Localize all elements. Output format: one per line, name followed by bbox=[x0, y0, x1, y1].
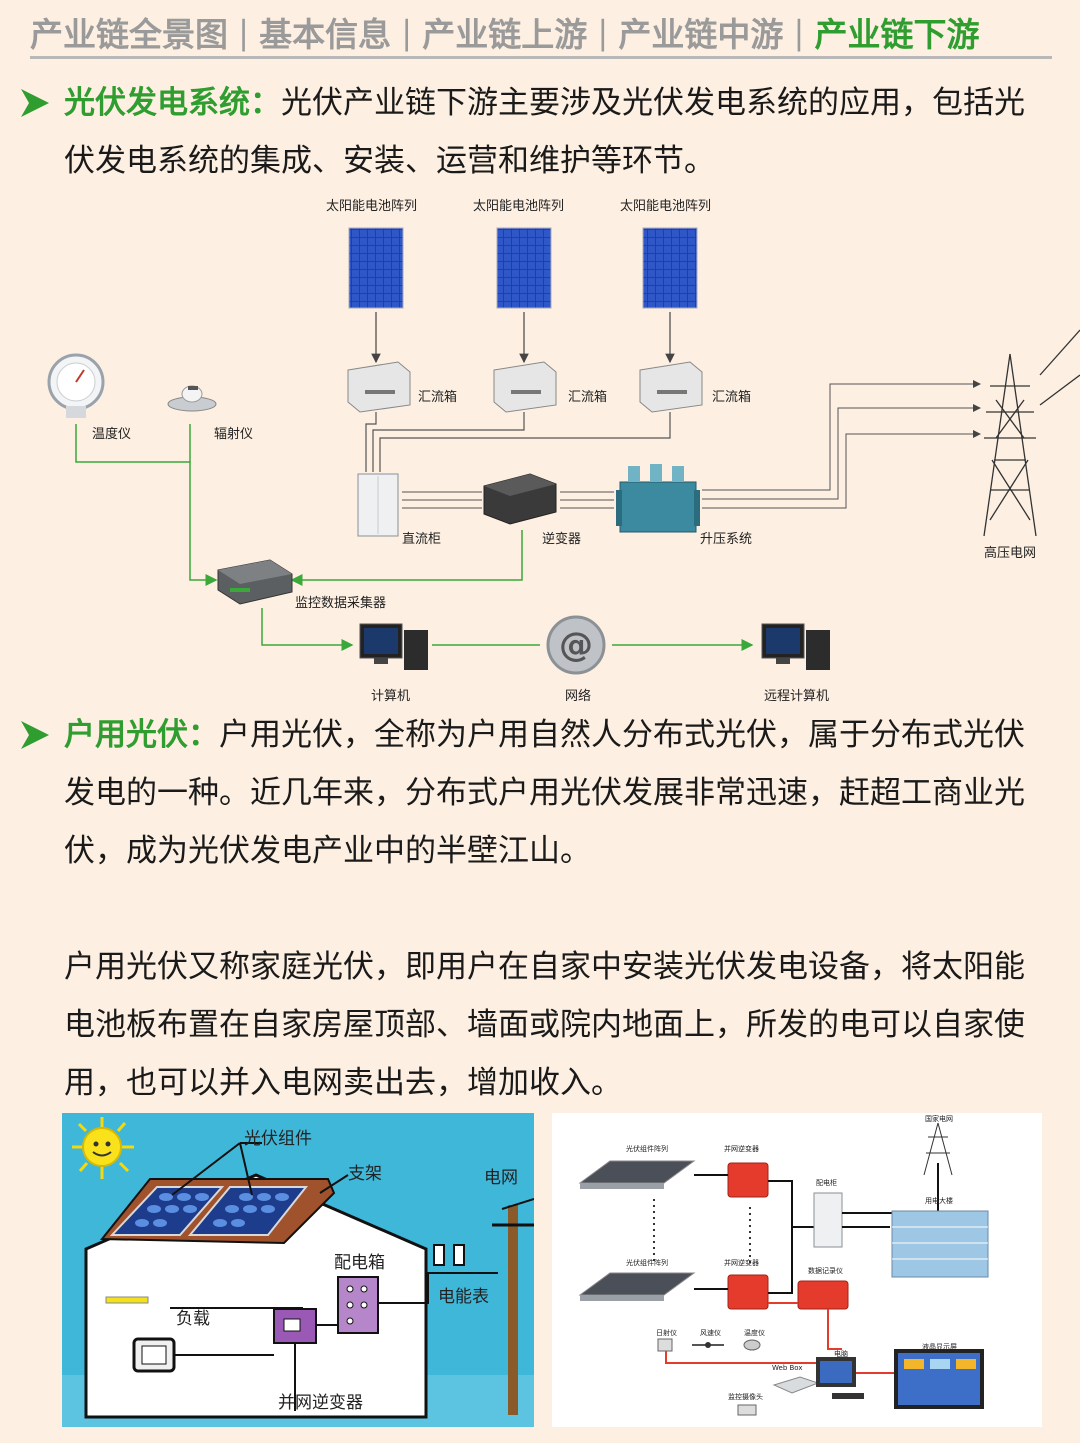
inverter-label-house: 并网逆变器 bbox=[278, 1393, 363, 1413]
sun-icon bbox=[72, 1117, 134, 1179]
meter-label: 电能表 bbox=[438, 1287, 489, 1307]
combiner-label-3: 汇流箱 bbox=[712, 390, 752, 405]
inverter-top-label: 并网逆变器 bbox=[724, 1145, 759, 1153]
pv-array-bottom-label: 光伏组件阵列 bbox=[626, 1259, 668, 1267]
grid-label: 高压电网 bbox=[984, 546, 1037, 561]
combiner-label-1: 汇流箱 bbox=[418, 390, 458, 405]
utility-pole bbox=[492, 1198, 534, 1415]
wind-speed-label: 风速仪 bbox=[700, 1329, 721, 1337]
pv-system-paragraph: 光伏发电系统：光伏产业链下游主要涉及光伏发电系统的应用，包括光伏发电系统的集成、… bbox=[64, 74, 1054, 190]
household-pv-paragraph: 户用光伏：户用光伏，全称为户用自然人分布式光伏，属于分布式光伏发电的一种。近几年… bbox=[64, 706, 1054, 880]
pv-system-keyword: 光伏发电系统： bbox=[64, 85, 281, 121]
household-pv-keyword: 户用光伏： bbox=[64, 717, 219, 753]
computer-label: 计算机 bbox=[371, 689, 411, 704]
tab-upstream[interactable]: 产业链上游 bbox=[422, 15, 588, 54]
load-label: 负载 bbox=[176, 1309, 210, 1329]
inverter-label: 逆变器 bbox=[542, 532, 582, 547]
arrow-bullet-icon bbox=[21, 89, 49, 117]
remote-computer-device bbox=[761, 623, 830, 670]
pv-module-label: 光伏组件 bbox=[244, 1129, 312, 1149]
tab-midstream[interactable]: 产业链中游 bbox=[618, 15, 784, 54]
boost-label: 升压系统 bbox=[700, 532, 753, 547]
combiner-box-2 bbox=[493, 361, 557, 413]
temperature-label: 温度仪 bbox=[744, 1329, 765, 1337]
combiner-box-3 bbox=[639, 361, 703, 413]
solar-panel-3 bbox=[642, 227, 698, 309]
network-label: 网络 bbox=[565, 689, 592, 704]
svg-text:@: @ bbox=[559, 625, 593, 665]
dc-cabinet bbox=[357, 473, 399, 537]
monitor-label: 监控数据采集器 bbox=[295, 596, 387, 611]
tab-downstream[interactable]: 产业链下游 bbox=[814, 15, 980, 54]
tab-basic-info[interactable]: 基本信息 bbox=[259, 15, 392, 54]
solar-panel-1 bbox=[348, 227, 404, 309]
grid-label-house: 电网 bbox=[484, 1168, 518, 1188]
solar-array-label-2: 太阳能电池阵列 bbox=[473, 199, 565, 214]
distribution-box bbox=[337, 1276, 379, 1334]
solar-panel-2 bbox=[496, 227, 552, 309]
data-logger-label: 数据记录仪 bbox=[808, 1267, 843, 1275]
data-collector bbox=[217, 559, 293, 605]
computer-device bbox=[359, 623, 428, 670]
tab-separator: | bbox=[597, 12, 609, 52]
household-pv-text: 户用光伏，全称为户用自然人分布式光伏，属于分布式光伏发电的一种。近几年来，分布式… bbox=[64, 717, 1025, 869]
rooftop-system-diagram bbox=[552, 1113, 1042, 1427]
tab-underline bbox=[30, 56, 1052, 59]
chain-tabs: 产业链全景图 | 基本信息 | 产业链上游 | 产业链中游 | 产业链下游 bbox=[30, 6, 1052, 58]
household-pv-diagram bbox=[62, 1113, 534, 1427]
radiometer-device bbox=[167, 385, 217, 412]
solar-array-label-1: 太阳能电池阵列 bbox=[326, 199, 418, 214]
bracket-label: 支架 bbox=[348, 1164, 382, 1184]
irradiance-label: 日射仪 bbox=[656, 1329, 677, 1337]
grid-inverter-box bbox=[273, 1308, 317, 1344]
tab-overview[interactable]: 产业链全景图 bbox=[30, 15, 228, 54]
dist-cabinet-label: 配电柜 bbox=[816, 1179, 837, 1187]
distribution-box-label: 配电箱 bbox=[334, 1253, 385, 1273]
thermometer-label: 温度仪 bbox=[92, 427, 132, 442]
display-label: 液晶显示屏 bbox=[922, 1343, 957, 1351]
tab-separator: | bbox=[238, 12, 250, 52]
remote-computer-label: 远程计算机 bbox=[764, 689, 830, 704]
solar-array-label-3: 太阳能电池阵列 bbox=[620, 199, 712, 214]
boost-transformer bbox=[616, 464, 700, 533]
radiometer-label: 辐射仪 bbox=[214, 427, 254, 442]
dc-cabinet-label: 直流柜 bbox=[402, 532, 442, 547]
tv-load-icon bbox=[132, 1337, 176, 1373]
pv-system-text: 光伏产业链下游主要涉及光伏发电系统的应用，包括光伏发电系统的集成、安装、运营和维… bbox=[64, 85, 1025, 179]
tab-separator: | bbox=[793, 12, 805, 52]
camera-label: 监控摄像头 bbox=[728, 1393, 763, 1401]
combiner-label-2: 汇流箱 bbox=[568, 390, 608, 405]
solar-modules bbox=[109, 1186, 309, 1236]
inverter bbox=[483, 473, 557, 525]
inverter-bottom-label: 并网逆变器 bbox=[724, 1259, 759, 1267]
tab-separator: | bbox=[401, 12, 413, 52]
household-pv-paragraph-2: 户用光伏又称家庭光伏，即用户在自家中安装光伏发电设备，将太阳能电池板布置在自家房… bbox=[64, 949, 1025, 1101]
thermometer-device bbox=[47, 353, 105, 418]
user-building-label: 用电大楼 bbox=[925, 1197, 953, 1205]
combiner-box-1 bbox=[347, 361, 411, 413]
power-tower bbox=[983, 329, 1080, 537]
pv-system-diagram: @ bbox=[47, 227, 1080, 675]
computer-label-sys: 电脑 bbox=[834, 1350, 848, 1358]
network-icon: @ bbox=[546, 615, 606, 675]
arrow-bullet-icon bbox=[21, 721, 49, 749]
pv-array-top-label: 光伏组件阵列 bbox=[626, 1145, 668, 1153]
state-grid-label: 国家电网 bbox=[925, 1115, 953, 1123]
web-box-label: Web Box bbox=[772, 1364, 803, 1372]
